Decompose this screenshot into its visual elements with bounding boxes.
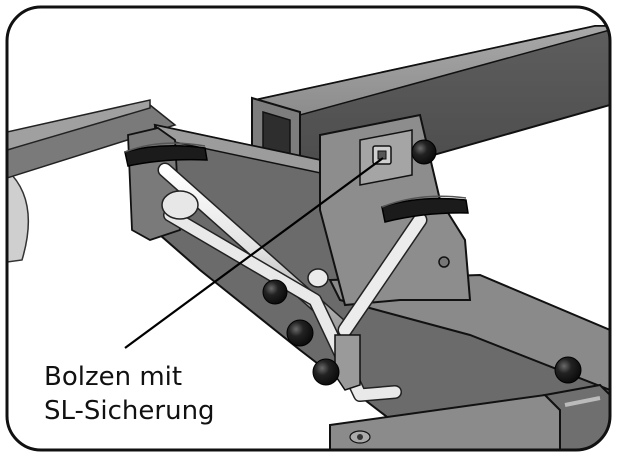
wheel: [7, 168, 30, 263]
callout-label: Bolzen mit SL-Sicherung: [44, 360, 215, 428]
frame-border: [5, 5, 612, 452]
callout-line-2: SL-Sicherung: [44, 396, 215, 426]
cap-nuts: [262, 279, 582, 386]
lower-bracket: [329, 383, 610, 450]
left-crossbar: [7, 99, 177, 180]
rubber-pad-right: [381, 195, 469, 223]
rod-joint-plate: [334, 334, 361, 391]
cap-nut-icon: [411, 139, 437, 165]
callout-line-1: Bolzen mit: [44, 362, 183, 392]
tie-rods: [157, 162, 508, 449]
bolt-icon: [372, 145, 392, 165]
rubber-pad-left: [124, 142, 208, 167]
callout-leader-line: [124, 157, 384, 349]
